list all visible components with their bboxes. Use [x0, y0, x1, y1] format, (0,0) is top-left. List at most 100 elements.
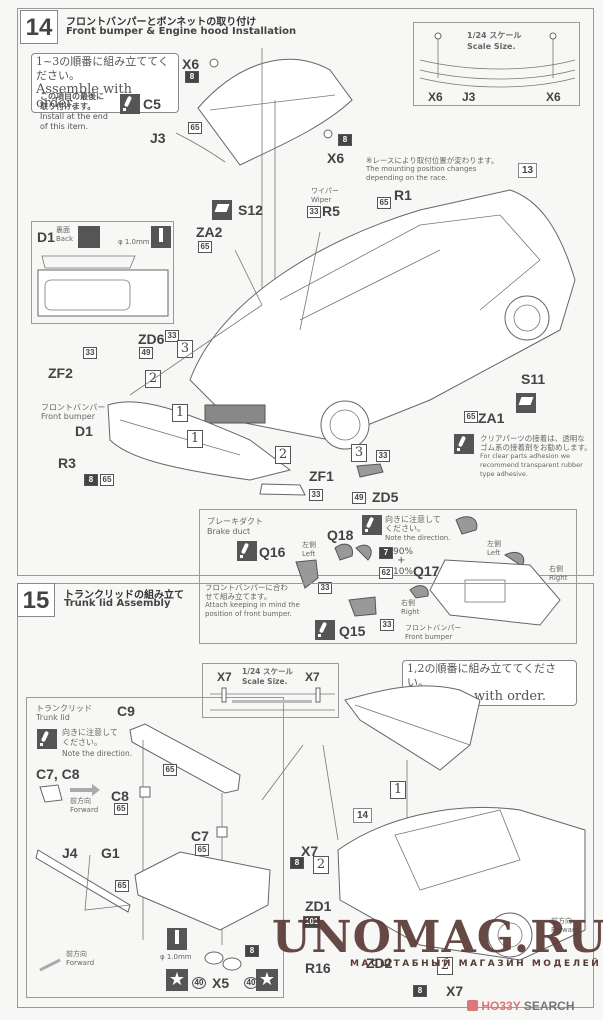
drill-size-label: φ 1.0mm — [118, 238, 150, 246]
install-end-en-1: Install at the end — [40, 112, 108, 121]
part-label-zf2: ZF2 — [48, 365, 73, 381]
drill-icon — [167, 928, 187, 950]
scale-label-x7-left: X7 — [217, 670, 232, 684]
right-label-en: Right — [549, 574, 568, 582]
part-label-zd6: ZD6 — [138, 331, 165, 347]
front-bumper-label-en: Front bumper — [41, 412, 96, 421]
part-label-g1: G1 — [101, 845, 120, 861]
scale-inset-jp: 1/24 スケール — [467, 31, 522, 40]
order-step-2: 2 — [437, 957, 453, 975]
paint-8: 8 — [413, 985, 427, 997]
d1-inset-label: D1 — [37, 229, 55, 245]
paint-65: 65 — [115, 880, 129, 892]
drill-icon — [151, 226, 171, 248]
part-label-x6: X6 — [327, 150, 345, 166]
front-bumper-label-en: Front bumper — [405, 633, 453, 641]
back-side-icon — [78, 226, 100, 248]
clear-part-icon — [516, 393, 536, 413]
unomag-watermark-subtitle: МАСШТАБНЫЙ МАГАЗИН МОДЕЛЕЙ — [350, 959, 602, 969]
part-label-j3: J3 — [150, 130, 166, 146]
part-label-c8: C8 — [111, 788, 129, 804]
paint-8: 8 — [290, 857, 304, 869]
part-label-d1: D1 — [75, 423, 93, 439]
paint-brush-icon — [37, 729, 57, 749]
star-icon: ★ — [166, 969, 188, 991]
step15-title-en: Trunk lid Assembly — [64, 598, 171, 609]
left-label-jp: 左側 — [302, 541, 316, 549]
direction-note-en: Note the direction. — [385, 534, 451, 542]
direction-note-jp-1: 向きに注意して — [62, 728, 118, 737]
fit-note-jp-2: せて組み立てます。 — [205, 592, 272, 601]
trunk-lid-label-jp: トランクリッド — [36, 704, 92, 713]
paint-65: 65 — [464, 411, 478, 423]
direction-note-jp-1: 向きに注意して — [385, 515, 441, 524]
scale-inset-jp: 1/24 スケール — [242, 667, 294, 676]
drill-size-label: φ 1.0mm — [160, 953, 192, 961]
paint-33: 33 — [376, 450, 390, 462]
front-bumper-label-jp: フロントバンパー — [41, 403, 106, 412]
part-label-q17: Q17 — [413, 563, 440, 579]
paint-8: 8 — [338, 134, 352, 146]
ref-step-14: 14 — [353, 808, 373, 823]
clear-note-en-2: recommend transparent rubber — [480, 461, 583, 469]
paint-33: 33 — [309, 489, 323, 501]
brake-duct-inset — [199, 509, 577, 644]
paint-brush-icon — [120, 94, 140, 114]
right-label-en: Right — [401, 608, 420, 616]
clear-part-icon — [212, 200, 232, 220]
mix-pct-90: 90% — [393, 547, 414, 557]
hobby-search-brand-a: HO33Y — [481, 999, 521, 1013]
race-note: ※レースにより取付位置が変わります。 The mounting position… — [366, 156, 499, 183]
d1-back-inset — [31, 221, 174, 324]
step15-number: 15 — [17, 583, 55, 617]
forward-label-jp: 前方向 — [66, 950, 87, 958]
part-label-za1: ZA1 — [478, 410, 505, 426]
paint-brush-icon — [454, 434, 474, 454]
part-label-c5: C5 — [143, 96, 161, 112]
part-label-q16: Q16 — [259, 544, 286, 560]
paint-33: 33 — [165, 330, 179, 342]
step14-title-en: Front bumper & Engine hood Installation — [66, 26, 297, 37]
scale-inset-x7 — [202, 663, 339, 718]
d1-back-jp: 裏面 — [56, 226, 70, 234]
unomag-watermark: UNOMAG.RU — [272, 912, 603, 963]
part-label-r5: R5 — [322, 203, 340, 219]
order-step-2: 2 — [275, 446, 291, 464]
right-label-jp: 右側 — [549, 565, 563, 573]
forward-label-jp: 前方向 — [70, 797, 91, 805]
order-note-en: Assemble with order. — [36, 82, 132, 111]
clear-note-jp-1: クリアパーツの接着は、透明な — [480, 434, 585, 443]
scale-label-x7-right: X7 — [305, 670, 320, 684]
paint-33: 33 — [307, 206, 321, 218]
clear-note-en-1: For clear parts adhesion we — [480, 452, 571, 460]
paint-62: 62 — [379, 567, 393, 579]
front-bumper-label-jp: フロントバンパー — [405, 624, 462, 632]
order-note-jp: 1~3の順番に組み立ててください。 — [36, 55, 169, 82]
part-label-s12: S12 — [238, 202, 263, 218]
paint-65: 65 — [100, 474, 114, 486]
d1-back-en: Back — [56, 235, 73, 243]
install-end-jp-2: 取り付けます。 — [40, 102, 96, 111]
paint-65: 65 — [198, 241, 212, 253]
part-label-r16: R16 — [305, 960, 331, 976]
step14-order-note: 1~3の順番に組み立ててください。 Assemble with order. — [31, 53, 179, 113]
hobby-search-brand-b: SEARCH — [523, 999, 575, 1013]
paint-65: 65 — [377, 197, 391, 209]
part-label-c7-c8: C7, C8 — [36, 766, 80, 782]
forward-label-jp: 前方向 — [551, 917, 572, 925]
install-end-note: この項目の最後に 取り付けます。 Install at the end of t… — [40, 92, 108, 132]
part-label-x7: X7 — [301, 843, 319, 859]
part-label-zd1: ZD1 — [305, 898, 332, 914]
clear-note-en-3: type adhesive. — [480, 470, 528, 478]
wiper-label-en: Wiper — [311, 196, 332, 204]
paint-33: 33 — [83, 347, 97, 359]
paint-8: 8 — [185, 71, 199, 83]
clear-parts-note: クリアパーツの接着は、透明な ゴム系の接着剤をお勧めします。 For clear… — [480, 434, 592, 479]
paint-brush-icon — [237, 541, 257, 561]
race-note-jp: ※レースにより取付位置が変わります。 — [366, 156, 499, 165]
install-end-jp-1: この項目の最後に — [40, 92, 104, 101]
